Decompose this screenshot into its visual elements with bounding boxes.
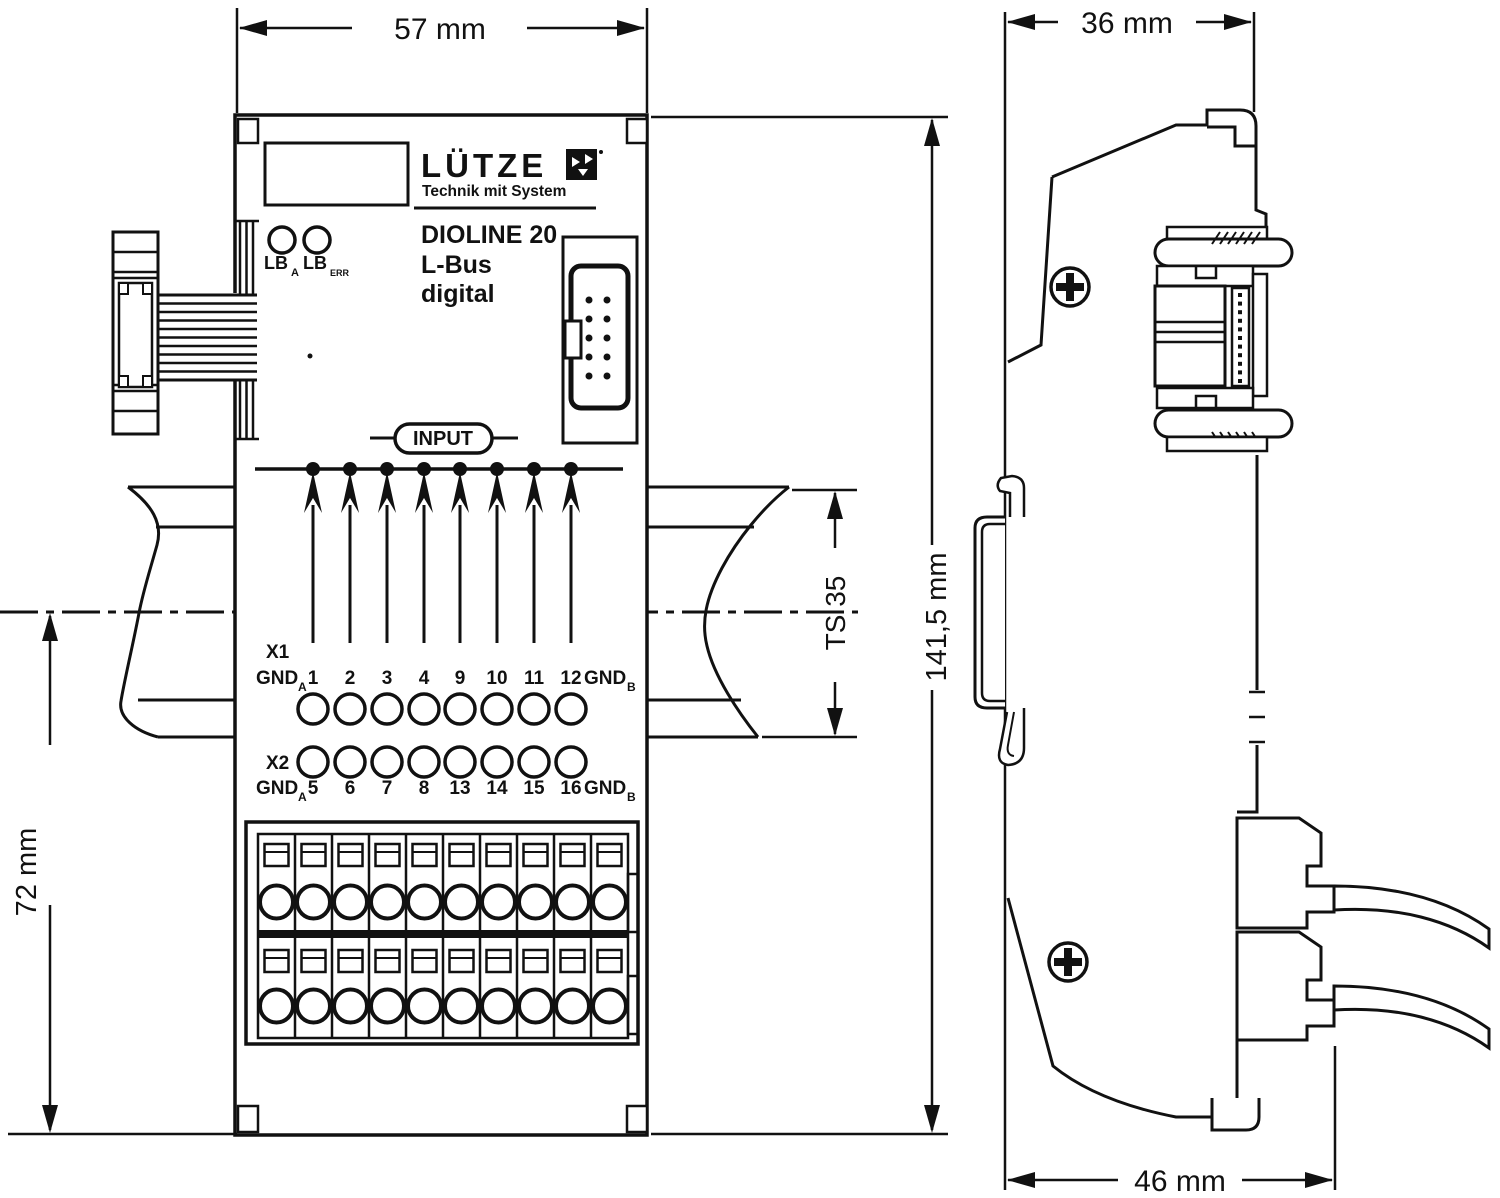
dim-72mm: 72 mm — [8, 613, 237, 1136]
x1-pin: 9 — [455, 668, 466, 689]
product-line-3: digital — [421, 280, 495, 308]
clamp-top-hook — [996, 474, 1026, 517]
x2-pin: 13 — [449, 778, 470, 799]
terminal-connector-top — [1235, 816, 1336, 930]
terminal-cells-row2 — [258, 938, 628, 1038]
hatch-top — [1211, 231, 1261, 245]
x2-gnd-b: GND — [584, 778, 626, 799]
x2-pin: 15 — [523, 778, 545, 799]
x2-pin: 7 — [382, 778, 393, 799]
product-name: DIOLINE 20 L-Bus digital — [421, 221, 557, 308]
led-lba-sub: A — [291, 267, 299, 279]
terminal-connector-bottom — [1235, 930, 1336, 1042]
x1-row: X1 GND A 1 2 3 4 9 10 11 12 GND B — [256, 642, 636, 726]
print-dot — [307, 353, 313, 359]
x2-pin: 5 — [308, 778, 319, 799]
x1-pin: 10 — [486, 668, 507, 689]
input-label: INPUT — [413, 428, 473, 450]
logo-tagline: Technik mit System — [422, 183, 566, 200]
logo-brand-text: LÜTZE — [421, 147, 547, 184]
idc-connector — [561, 235, 639, 445]
idc-key-notch — [563, 319, 583, 360]
terminal-cells-row1 — [258, 834, 628, 930]
wire-connectors — [1235, 816, 1491, 1051]
corner-notch — [625, 117, 649, 145]
dim-46mm: 46 mm — [1007, 1165, 1333, 1198]
x1-pin: 11 — [524, 668, 545, 689]
product-line-1: DIOLINE 20 — [421, 221, 557, 249]
dim-57mm-label: 57 mm — [394, 13, 486, 46]
x2-pin: 6 — [345, 778, 356, 799]
logo-arrow-icon — [566, 149, 603, 180]
brand-logo: LÜTZE Technik mit System — [414, 147, 603, 210]
product-line-2: L-Bus — [421, 251, 492, 279]
dim-46mm-label: 46 mm — [1134, 1165, 1226, 1198]
wire-top — [1332, 884, 1491, 951]
pin-strip — [1230, 286, 1251, 388]
x1-gnd-a: GND — [256, 668, 298, 689]
dim-141mm: 141,5 mm — [651, 115, 953, 1136]
bottom-rail-hook — [1210, 1098, 1261, 1132]
x2-gnd-b-sub: B — [627, 790, 636, 804]
x1-pin: 1 — [308, 668, 319, 689]
led-lba-label: LB — [264, 253, 288, 273]
din-rail-clamp — [973, 474, 1026, 767]
top-rail-hook — [1205, 108, 1258, 148]
x2-pin: 8 — [419, 778, 430, 799]
dim-36mm-label: 36 mm — [1081, 7, 1173, 40]
dim-57mm: 57 mm — [235, 8, 649, 113]
dim-36mm: 36 mm — [1007, 7, 1252, 40]
side-body — [1006, 108, 1268, 1132]
x2-pin: 14 — [486, 778, 508, 799]
x2-gnd-a-sub: A — [298, 790, 307, 804]
x2-row: X2 GND A 5 6 7 8 13 14 15 16 GND B — [256, 745, 636, 804]
input-arrows — [255, 462, 623, 643]
dim-ts35-label: TS 35 — [820, 576, 851, 651]
x1-pin: 3 — [382, 668, 393, 689]
x1-pin: 4 — [419, 668, 430, 689]
corner-notch — [236, 117, 260, 145]
clamp-bottom-latch — [997, 708, 1026, 767]
terminal-block — [244, 820, 640, 1046]
input-label-group: INPUT — [370, 422, 518, 455]
blank-label-plate — [263, 141, 410, 207]
screw-bottom-icon — [1047, 941, 1089, 983]
dim-ts35: TS 35 — [762, 488, 857, 739]
side-view: 36 mm 46 mm — [973, 7, 1491, 1198]
x1-gnd-b: GND — [584, 668, 626, 689]
x2-gnd-a: GND — [256, 778, 298, 799]
ribbon-cable-connector — [111, 219, 259, 441]
x2-pin: 16 — [560, 778, 581, 799]
screw-top-icon — [1049, 266, 1091, 308]
dim-72mm-label: 72 mm — [11, 828, 43, 917]
x2-test-points — [296, 745, 588, 779]
dim-141mm-label: 141,5 mm — [921, 553, 953, 682]
led-lberr-icon — [302, 225, 332, 255]
corner-notch — [625, 1104, 649, 1134]
led-lberr-label: LB — [303, 253, 327, 273]
x1-test-points — [296, 692, 588, 726]
din-rail — [0, 485, 858, 739]
idc-pins — [585, 296, 611, 380]
x1-label: X1 — [266, 642, 290, 663]
front-view: LÜTZE Technik mit System LB A LB ERR DIO… — [0, 8, 953, 1137]
x1-pin: 2 — [345, 668, 356, 689]
wire-bottom — [1332, 984, 1491, 1051]
lbus-side-connector — [1153, 225, 1294, 453]
cable-channel — [235, 219, 259, 441]
led-lba-icon — [267, 225, 297, 255]
x1-gnd-b-sub: B — [627, 680, 636, 694]
x1-gnd-a-sub: A — [298, 680, 307, 694]
input-arrow — [304, 462, 580, 643]
corner-notch — [236, 1104, 260, 1134]
x1-pin: 12 — [560, 668, 581, 689]
led-lberr-sub: ERR — [330, 268, 350, 278]
x2-label: X2 — [266, 753, 289, 774]
status-leds: LB A LB ERR — [264, 225, 350, 279]
